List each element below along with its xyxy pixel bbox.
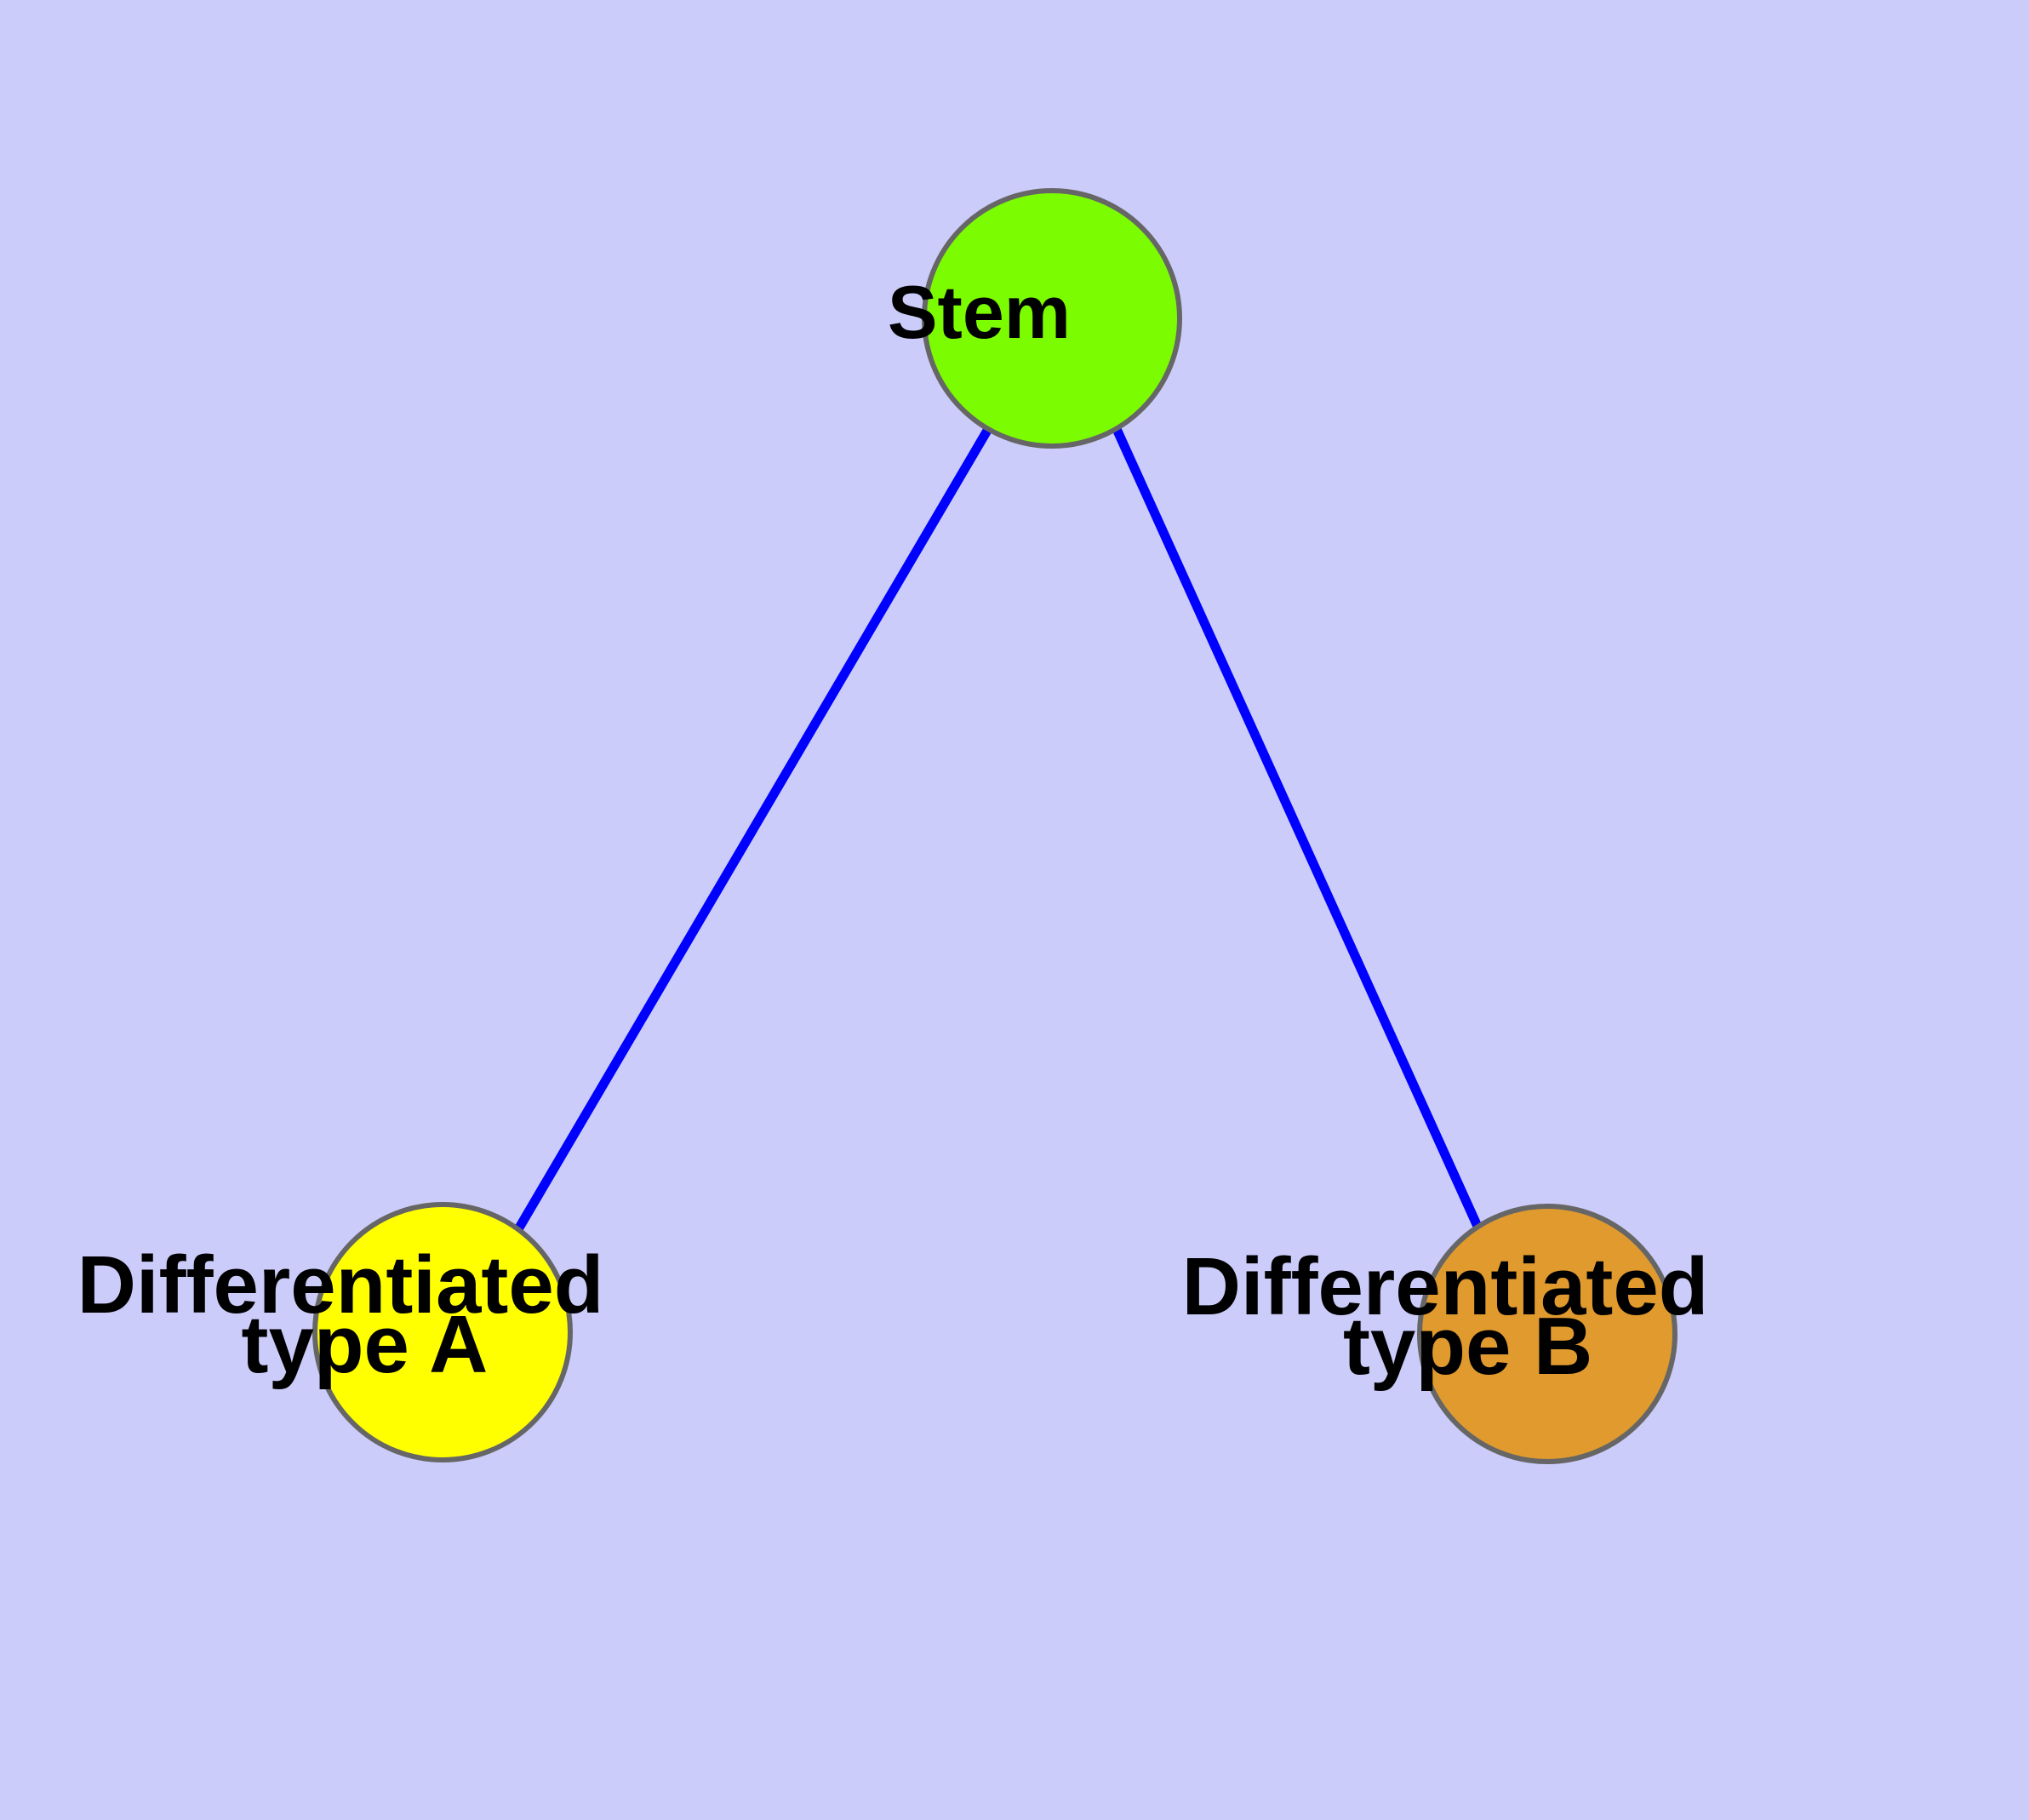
node-differentiated-type-a-label: Differentiated type A (77, 1239, 809, 1390)
node-differentiated-type-b[interactable] (1417, 1204, 1677, 1464)
edge-stem-to-differentiated-type-b[interactable] (1112, 426, 1484, 1233)
nodes-layer (312, 188, 1677, 1464)
node-stem-label: Stem (888, 270, 1216, 354)
labels-layer: Stem Differentiated type A Differentiate… (77, 270, 1913, 1392)
edge-stem-to-differentiated-type-a[interactable] (514, 426, 992, 1232)
node-differentiated-type-b-circle[interactable] (1417, 1204, 1677, 1464)
edges-layer (514, 426, 1484, 1233)
node-stem-circle[interactable] (922, 188, 1182, 449)
node-differentiated-type-a[interactable] (312, 1202, 573, 1462)
node-differentiated-type-b-label: Differentiated type B (1182, 1241, 1913, 1392)
node-stem[interactable] (922, 188, 1182, 449)
node-differentiated-type-a-label-line-2: type A (242, 1299, 487, 1390)
node-stem-label-line-1: Stem (888, 270, 1071, 354)
node-differentiated-type-a-circle[interactable] (312, 1202, 573, 1462)
node-differentiated-type-b-label-line-2: type B (1343, 1301, 1592, 1392)
